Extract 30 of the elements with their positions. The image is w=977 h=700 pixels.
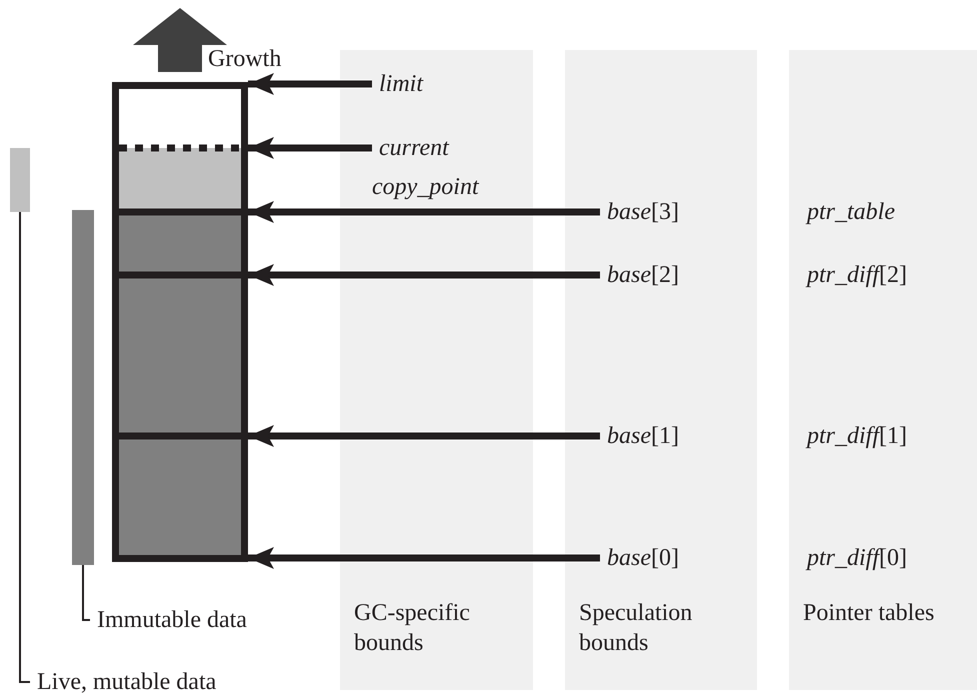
range-bar xyxy=(72,210,94,565)
pointer-label: current xyxy=(372,130,492,166)
pointer-label: ptr_diff[1] xyxy=(800,418,970,454)
edge-label: copy_point xyxy=(372,173,479,202)
pointer-label: ptr_diff[0] xyxy=(800,540,970,576)
band-title: GC-specific bounds xyxy=(354,599,471,658)
band-title: Pointer tables xyxy=(803,599,934,628)
pointer-label: base[0] xyxy=(600,540,740,576)
arrow xyxy=(248,425,600,447)
growth-label: Growth xyxy=(208,45,282,74)
arrow xyxy=(248,264,600,286)
pointer-label: base[2] xyxy=(600,257,740,293)
leader-line xyxy=(19,212,30,683)
range-bar xyxy=(10,148,30,212)
arrow xyxy=(248,201,600,223)
arrow xyxy=(248,137,372,159)
pointer-label: base[3] xyxy=(600,194,740,230)
pointer-label: limit xyxy=(372,66,492,102)
band-title: Speculation bounds xyxy=(579,599,694,658)
arrow xyxy=(248,547,600,569)
pointer-label: ptr_diff[2] xyxy=(800,257,970,293)
pointer-label: base[1] xyxy=(600,418,740,454)
range-label: Live, mutable data xyxy=(30,664,290,700)
region-band xyxy=(565,50,757,690)
leader-line xyxy=(82,565,90,621)
pointer-label: ptr_table xyxy=(800,194,970,230)
arrow xyxy=(248,73,372,95)
range-label: Immutable data xyxy=(90,602,330,638)
memory-column xyxy=(112,82,248,562)
region-band xyxy=(340,50,533,690)
